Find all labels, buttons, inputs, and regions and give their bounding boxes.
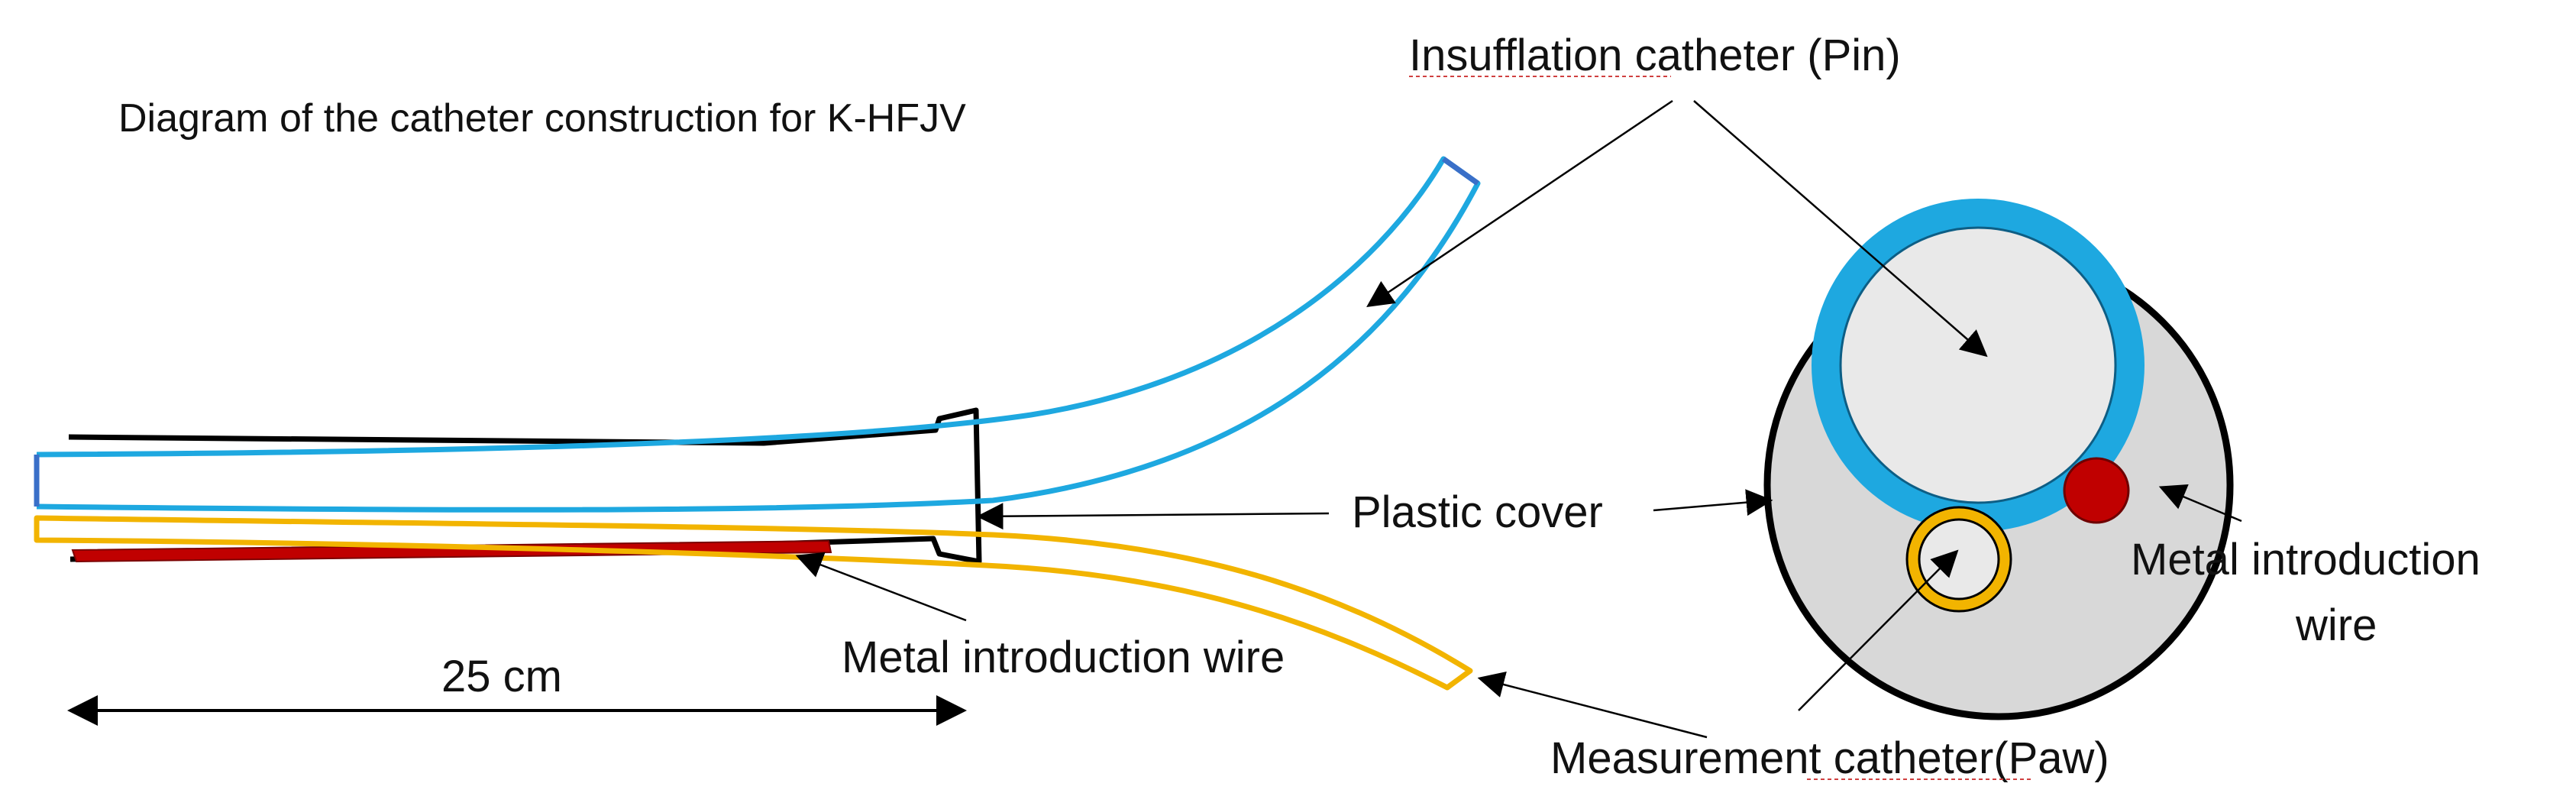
leader-metal-wire-cross (2158, 484, 2242, 523)
cross-section-view (1763, 199, 2234, 720)
leader-plastic-cover-left (976, 503, 1330, 530)
leader-insufflation-longitudinal (1366, 99, 1673, 307)
longitudinal-view: 25 cm (34, 156, 1481, 726)
label-metal-wire-cross-line1: Metal introduction (2131, 535, 2481, 584)
label-metal-wire-cross-line2: wire (2295, 600, 2377, 650)
leader-measurement-cross (1798, 549, 1959, 711)
plastic-cover-outline (68, 407, 982, 565)
label-measurement-catheter: Measurement catheter(Paw) (1550, 733, 2109, 783)
leader-lines (795, 99, 2242, 739)
leader-metal-wire-longitudinal (795, 552, 967, 622)
leader-plastic-cover-right (1653, 489, 1773, 516)
measurement-catheter-tube (34, 515, 1473, 691)
cross-section-measurement-lumen (1918, 518, 2000, 600)
label-plastic-cover: Plastic cover (1352, 487, 1603, 537)
metal-wire-longitudinal (71, 539, 832, 563)
label-metal-wire-longitudinal: Metal introduction wire (842, 633, 1285, 682)
cross-section-insufflation-lumen (1839, 226, 2117, 504)
leader-insufflation-cross (1693, 100, 1988, 358)
insufflation-catheter-end (1441, 157, 1480, 186)
cross-section-metal-wire (2063, 457, 2130, 524)
insufflation-catheter-tube (36, 156, 1481, 513)
diagram-title: Diagram of the catheter construction for… (118, 96, 966, 141)
label-insufflation-catheter: Insufflation catheter (Pin) (1409, 31, 1901, 80)
length-label: 25 cm (441, 652, 562, 701)
leader-measurement-longitudinal (1477, 671, 1708, 739)
